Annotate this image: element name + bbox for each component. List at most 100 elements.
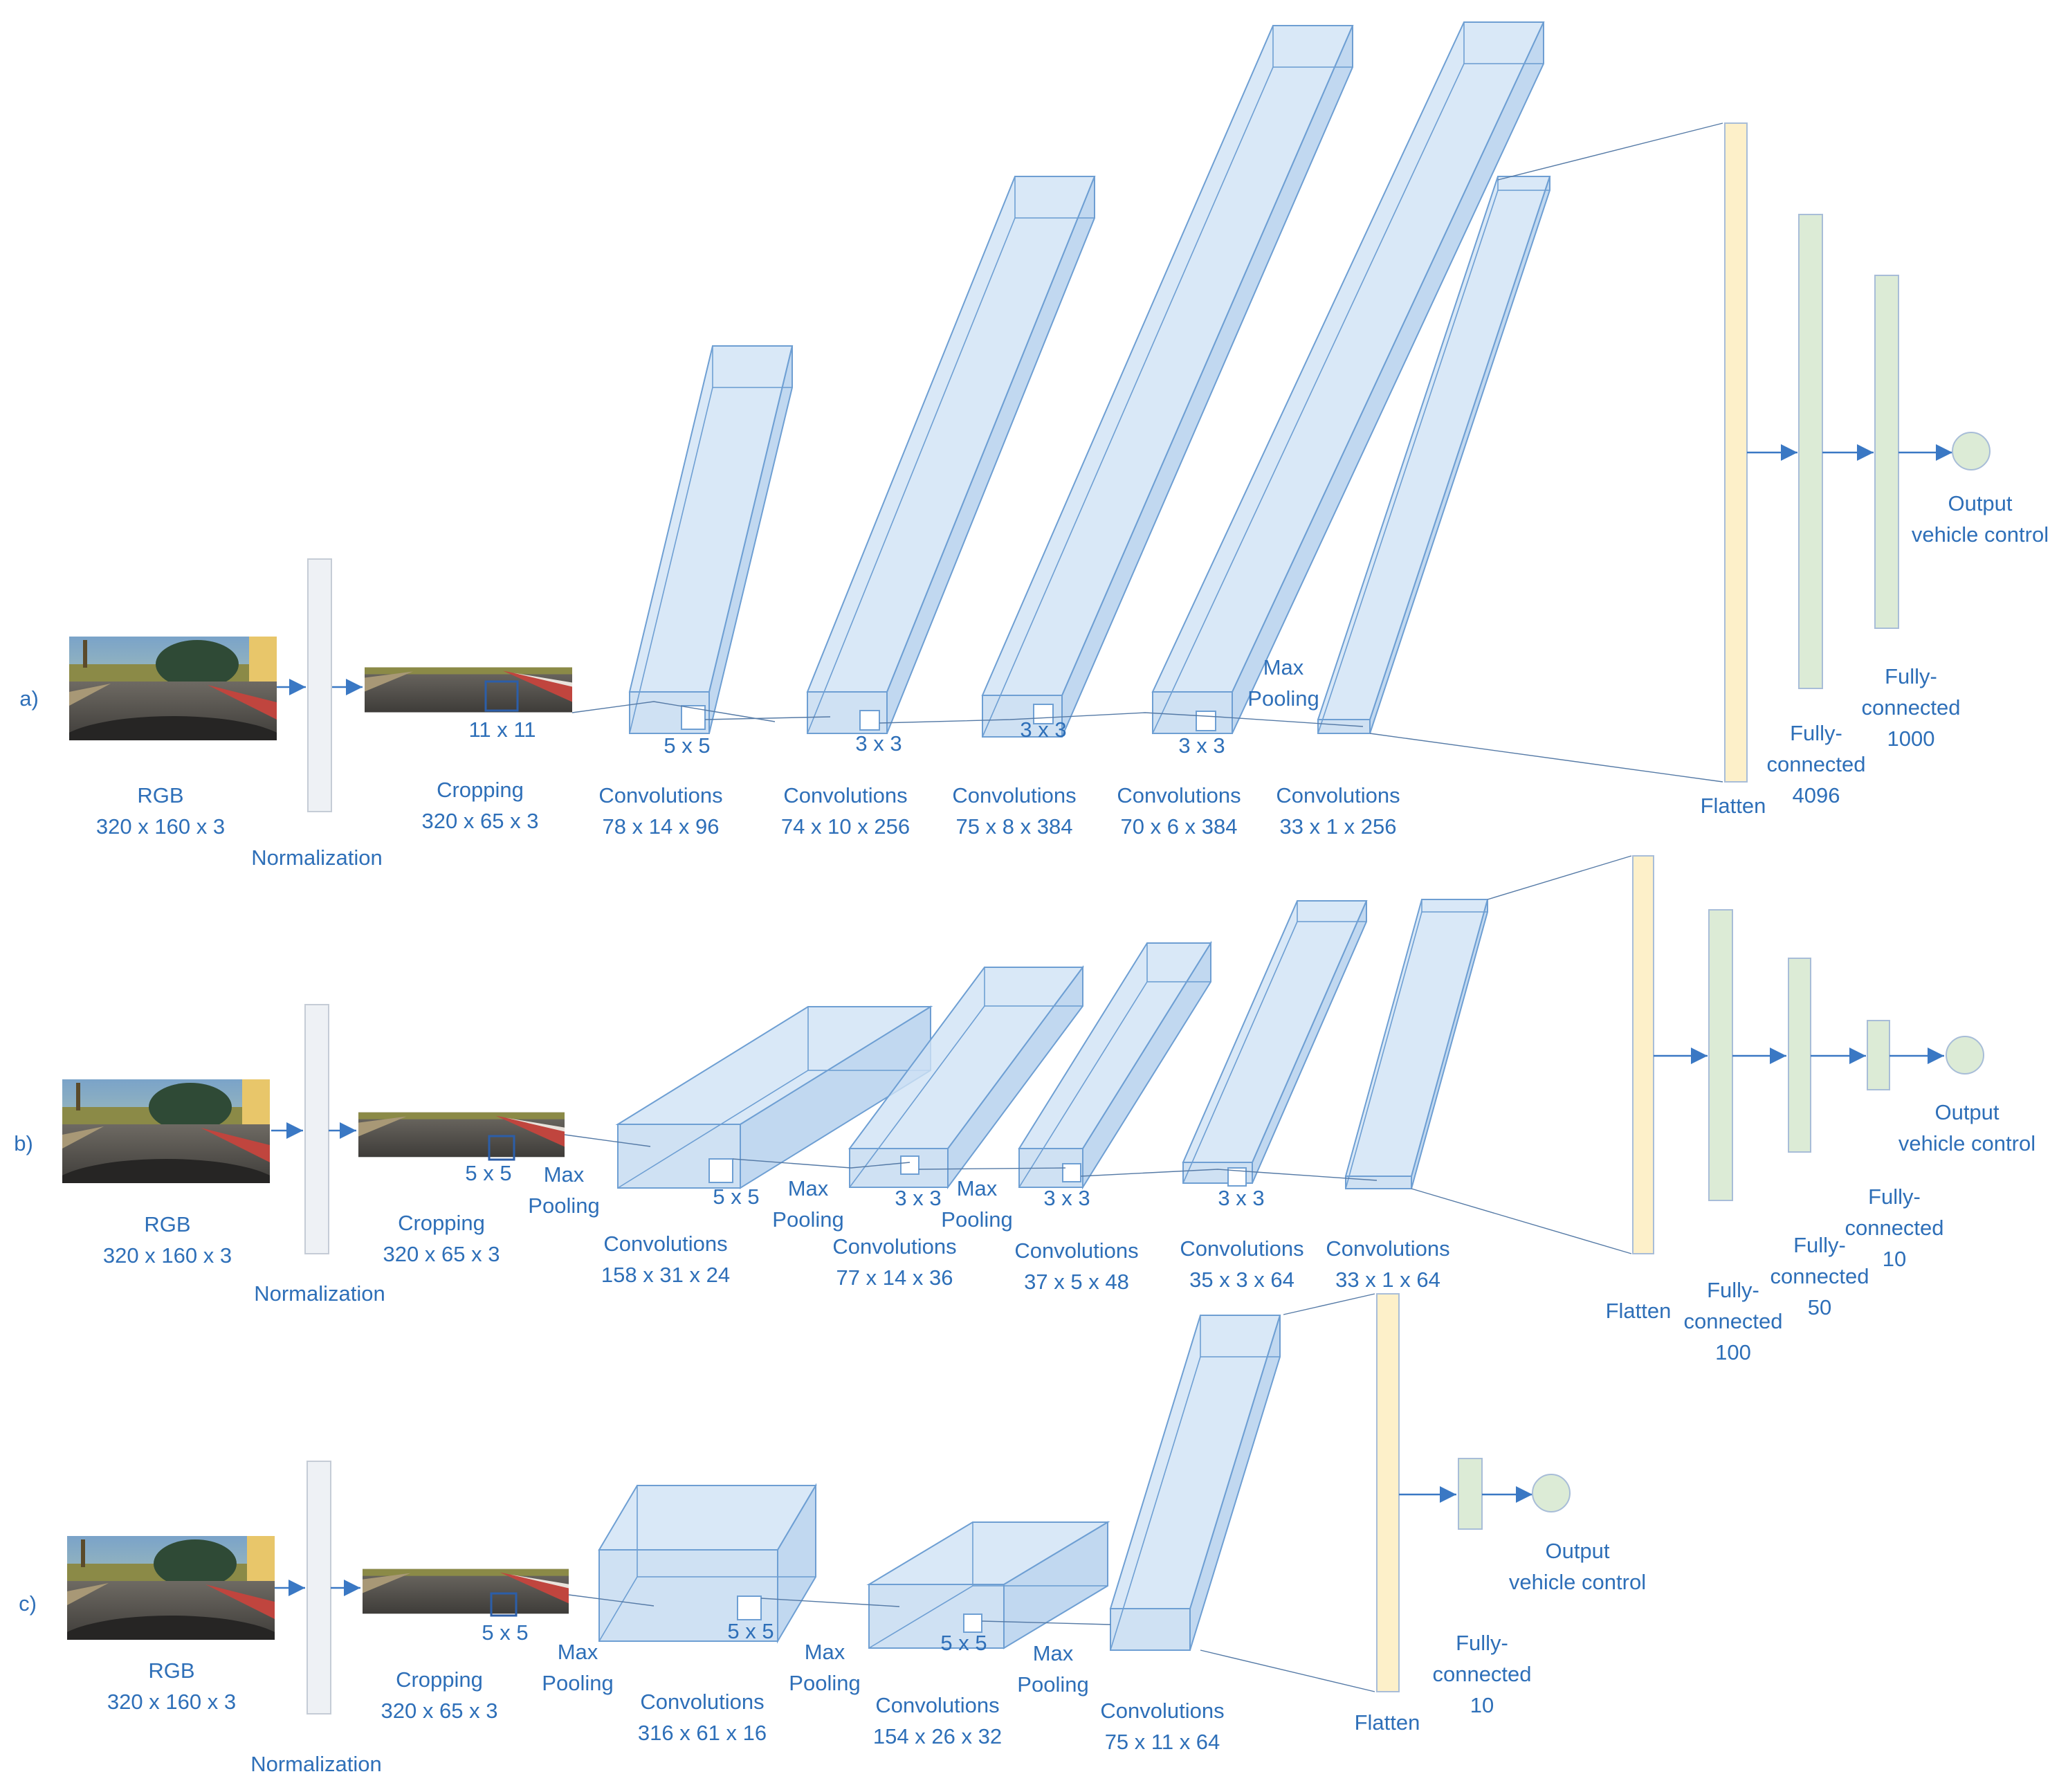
output-label: Output	[1934, 1100, 1999, 1124]
kernel-label-c2: 5 x 5	[940, 1631, 987, 1655]
conv-c3	[1109, 1315, 1281, 1651]
fc-bar-a2	[1874, 275, 1899, 629]
fc-label-a1: Fully-	[1790, 721, 1842, 745]
input-title: RGB	[137, 783, 183, 807]
conv-c3-front	[1110, 1608, 1191, 1651]
flatten-bar	[1376, 1293, 1400, 1692]
conv-c3-back	[1200, 1315, 1281, 1357]
conv-b3-edge	[1018, 981, 1148, 1188]
conv-dims-b3: 37 x 5 x 48	[1024, 1270, 1129, 1294]
conv-b4-edge	[1182, 921, 1298, 1184]
flatten-proj-top	[1487, 855, 1632, 900]
fc-label-a1: connected	[1766, 752, 1865, 776]
conv-a4-kernel	[1196, 711, 1216, 731]
flatten-bar	[1724, 122, 1748, 783]
conv-b1-back	[807, 1006, 931, 1071]
flatten-proj-bottom	[1411, 1188, 1632, 1254]
max-pooling-label-3: Pooling	[941, 1207, 1012, 1232]
conv-c3-edge	[1110, 1356, 1201, 1651]
max-pooling-label: Pooling	[1247, 686, 1319, 711]
conv-c1-edge	[598, 1576, 638, 1642]
conn-b0	[564, 1134, 651, 1147]
conv-b2-front	[849, 1148, 949, 1188]
kernel-label-a4: 3 x 3	[1178, 733, 1225, 758]
input-image	[67, 1536, 275, 1640]
conv-dims-a5: 33 x 1 x 256	[1280, 814, 1397, 839]
crop-kernel-label: 5 x 5	[482, 1620, 528, 1645]
fc-label-b1: connected	[1683, 1309, 1782, 1333]
conv-title-a2: Convolutions	[783, 783, 907, 807]
conv-a5-front	[1317, 719, 1371, 734]
conv-a4-edge	[1152, 63, 1465, 734]
conv-title-b5: Convolutions	[1326, 1236, 1449, 1261]
conv-a1-edge	[629, 387, 713, 734]
fc-label-b3: Fully-	[1868, 1185, 1921, 1209]
output-label: Output	[1545, 1539, 1609, 1563]
conv-b3-kernel	[1062, 1163, 1081, 1182]
conv-title-a5: Convolutions	[1276, 783, 1400, 807]
kernel-label-b3: 3 x 3	[1043, 1186, 1090, 1210]
fc-bar-b3	[1867, 1020, 1890, 1090]
fc-label-b2: 50	[1808, 1295, 1831, 1319]
conv-a2-edge	[807, 217, 1016, 734]
input-dims: 320 x 160 x 3	[107, 1690, 236, 1714]
conv-c2-back	[972, 1521, 1108, 1587]
crop-kernel	[484, 680, 519, 712]
conv-b1-kernel	[708, 1158, 733, 1183]
kernel-label-a3: 3 x 3	[1020, 717, 1066, 742]
conv-dims-a3: 75 x 8 x 384	[956, 814, 1073, 839]
fc-bar-b1	[1708, 909, 1733, 1201]
conv-c2	[866, 1521, 1110, 1649]
fc-label-c1: Fully-	[1456, 1631, 1508, 1655]
max-pooling-label-1: Max	[544, 1162, 585, 1187]
max-pooling-label: Max	[1263, 655, 1304, 679]
conv-title-b3: Convolutions	[1014, 1238, 1138, 1263]
flatten-label: Flatten	[1355, 1710, 1420, 1735]
conn-a2	[704, 716, 831, 720]
kernel-label-b1: 5 x 5	[713, 1185, 759, 1209]
conv-a3-edge	[982, 66, 1274, 738]
cropping-title: Cropping	[396, 1667, 483, 1692]
cropped-image	[363, 1569, 569, 1614]
max-pooling-label-1: Pooling	[542, 1671, 613, 1695]
output-node	[1532, 1474, 1571, 1512]
cropping-dims: 320 x 65 x 3	[422, 809, 539, 833]
fc-label-c1: connected	[1432, 1662, 1531, 1686]
cropped-image	[358, 1112, 565, 1158]
conv-b2-edge	[849, 1005, 985, 1188]
conv-title-b2: Convolutions	[832, 1234, 956, 1259]
conv-b2-back	[984, 967, 1083, 1007]
input-image	[62, 1079, 270, 1183]
conv-a5-back	[1497, 176, 1550, 191]
flatten-label: Flatten	[1701, 794, 1766, 818]
fc-bar-c1	[1458, 1458, 1483, 1530]
input-title: RGB	[148, 1658, 194, 1683]
conn-b3	[1080, 1169, 1378, 1181]
kernel-label-b2: 3 x 3	[895, 1186, 941, 1210]
max-pooling-label-2: Max	[788, 1176, 829, 1200]
conv-a1-top	[628, 345, 794, 693]
flatten-label: Flatten	[1606, 1299, 1672, 1323]
conv-c1-back	[637, 1485, 816, 1578]
conv-a2-back	[1014, 176, 1095, 219]
fc-label-b2: connected	[1770, 1264, 1869, 1288]
conv-a4-front	[1152, 691, 1233, 734]
kernel-label-a1: 5 x 5	[664, 733, 710, 758]
fc-label-a2: connected	[1861, 695, 1960, 720]
conv-b5-edge	[1345, 911, 1422, 1189]
fc-label-b3: connected	[1845, 1216, 1943, 1240]
conn-c1	[760, 1598, 900, 1607]
conv-b5-front	[1345, 1176, 1412, 1189]
conn-b2	[918, 1167, 1066, 1170]
conv-b4-back	[1297, 900, 1367, 922]
output-node	[1946, 1036, 1984, 1075]
conv-title-c2: Convolutions	[875, 1693, 999, 1717]
output-label: Output	[1948, 491, 2012, 515]
input-dims: 320 x 160 x 3	[96, 814, 225, 839]
fc-bar-b2	[1788, 958, 1811, 1153]
conv-c1-top	[598, 1485, 817, 1551]
input-image	[69, 637, 277, 740]
